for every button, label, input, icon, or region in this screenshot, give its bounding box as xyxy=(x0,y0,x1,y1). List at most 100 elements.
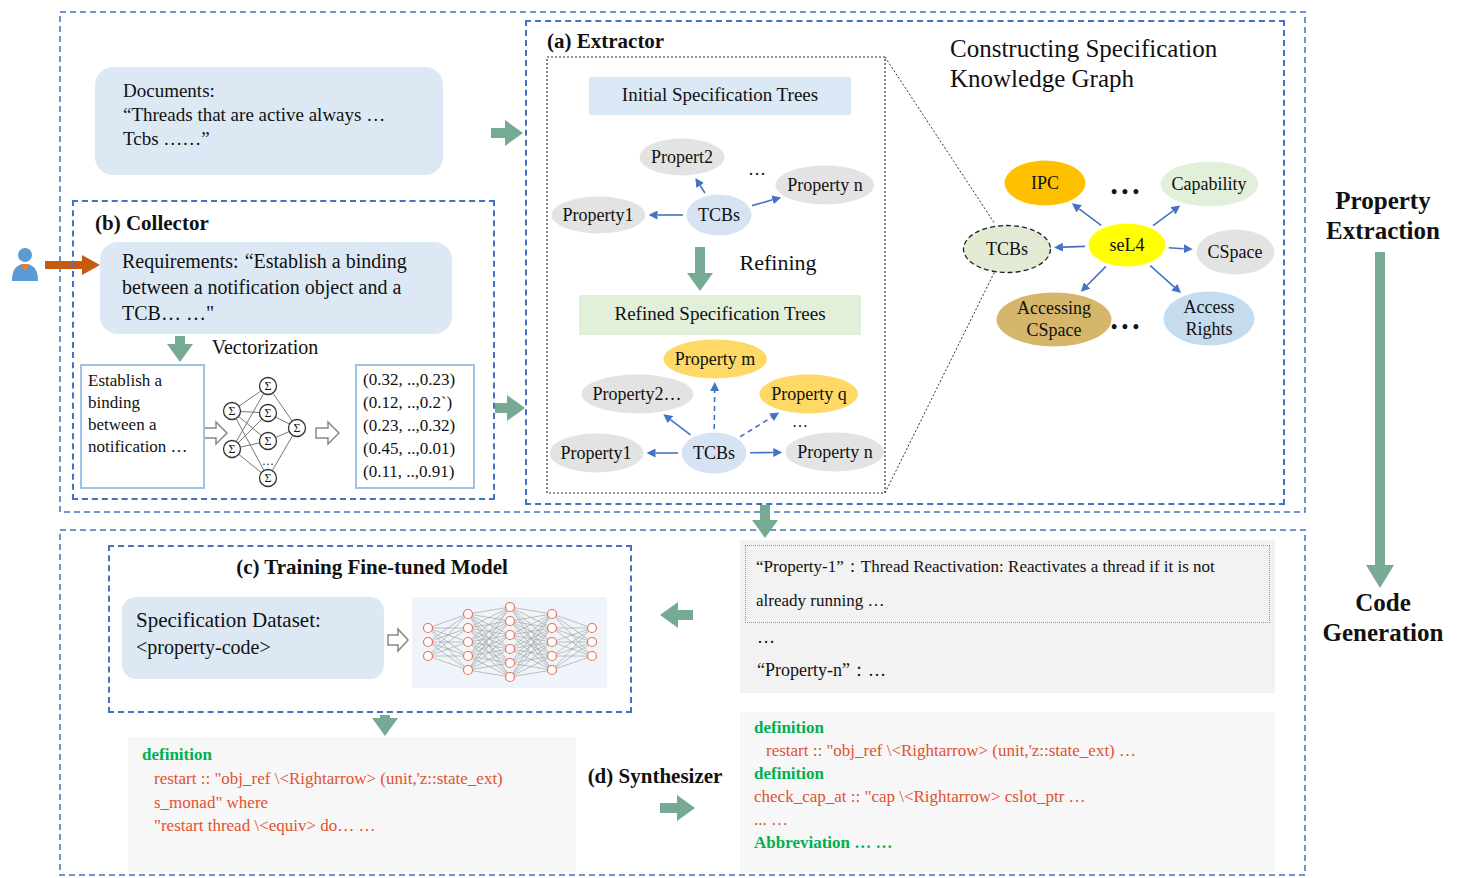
node-text: TCBs xyxy=(698,204,740,227)
document-box: Documents:“Threads that are active alway… xyxy=(95,67,443,175)
flow-arrow xyxy=(495,403,507,413)
ellipse-outline xyxy=(686,195,751,236)
relation-arrow xyxy=(1079,209,1101,226)
edge-label: Vectorization xyxy=(209,336,322,359)
property-ellipse: Property n xyxy=(784,431,886,473)
neuron-circle xyxy=(260,433,277,450)
node-text: <property-code> xyxy=(136,634,370,660)
relation-arrow xyxy=(700,185,705,192)
network-link xyxy=(468,663,510,670)
node-text: (0.45, ..,0.01) xyxy=(363,438,467,461)
neuron-circle xyxy=(588,624,597,633)
heading-text: (a) Extractor xyxy=(547,29,767,54)
relation-arrow xyxy=(1150,266,1174,287)
network-link xyxy=(510,642,552,677)
code-line: check_cap_at :: "cap \<Rightarrow> cslot… xyxy=(754,786,1261,809)
network-link xyxy=(468,649,510,670)
training-panel: Specification Dataset:<property-code>(c)… xyxy=(108,545,632,713)
flow-arrow xyxy=(660,803,677,813)
node-text: Propert2 xyxy=(651,146,713,169)
relation-arrow xyxy=(1087,266,1106,285)
center-ellipse: seL4 xyxy=(1087,222,1167,268)
relation-arrow xyxy=(656,452,678,454)
ellipse-outline xyxy=(549,434,643,473)
neuron-circle xyxy=(506,631,515,640)
network-link xyxy=(510,614,552,663)
network-link xyxy=(468,628,510,677)
code-keyword: definition xyxy=(754,717,1261,740)
neuron-circle xyxy=(464,624,473,633)
code-keyword: definition xyxy=(142,743,562,767)
neuron-circle xyxy=(548,652,557,661)
neuron-circle xyxy=(588,652,597,661)
code-line: "restart thread \<equiv> do… … xyxy=(142,814,562,838)
neuron-circle xyxy=(548,610,557,619)
code-line: ... … xyxy=(754,809,1261,832)
new-property-ellipse: Property q xyxy=(758,373,860,415)
neuron-symbol: Σ xyxy=(265,434,272,448)
network-image xyxy=(412,597,607,688)
requirement-box: Requirements:“Establish a binding betwee… xyxy=(100,242,452,334)
network-link xyxy=(552,628,592,642)
stage-title: Code Generation xyxy=(1313,588,1453,648)
flow-arrow xyxy=(695,247,705,273)
flow-arrow xyxy=(760,505,770,520)
neuron-symbol: Σ xyxy=(229,442,236,456)
network-link xyxy=(428,656,468,657)
ellipse-outline xyxy=(581,375,693,414)
network-link xyxy=(428,642,468,670)
node-text: Initial Specification Trees xyxy=(595,83,845,107)
neuron-circle xyxy=(548,666,557,675)
code-line: restart :: "obj_ref \<Rightarrow> (unit,… xyxy=(754,740,1261,763)
network-link xyxy=(428,628,468,656)
network-link xyxy=(428,642,468,656)
ellipsis: • • • xyxy=(1111,317,1139,339)
network-link xyxy=(510,607,552,642)
node-text: Capability xyxy=(1172,173,1247,196)
user-icon xyxy=(12,248,38,281)
node-text: Access Rights xyxy=(1175,296,1243,341)
neuron-circle xyxy=(506,603,515,612)
property-ellipse: Property2… xyxy=(580,373,695,415)
dataset-box: Specification Dataset:<property-code> xyxy=(122,597,384,679)
flow-arrow xyxy=(678,610,693,620)
vector-box: (0.32, ..,0.23)(0.12, ..,0.2`)(0.23, ..,… xyxy=(355,364,475,489)
hollow-arrow xyxy=(388,629,408,651)
network-link xyxy=(428,628,468,656)
graph-ellipse: Access Rights xyxy=(1162,290,1256,347)
edge-label: (d) Synthesizer xyxy=(585,764,726,789)
network-link xyxy=(428,656,468,670)
ellipse-outline xyxy=(681,433,746,474)
relation-arrow xyxy=(740,417,771,436)
property-item: “Property-1”：Thread Reactivation: Reacti… xyxy=(745,545,1270,623)
generation-region xyxy=(60,530,1305,875)
neuron-symbol: Σ xyxy=(265,406,272,420)
node-text: CSpace xyxy=(1208,241,1263,264)
network-link xyxy=(510,614,552,649)
ellipse-outline xyxy=(997,292,1112,346)
property-ellipse: Property1 xyxy=(548,432,645,474)
node-text: Property n xyxy=(797,441,873,464)
ellipse-outline xyxy=(551,197,645,234)
node-text: Property2… xyxy=(593,383,682,406)
network-link xyxy=(428,614,468,628)
property-list: “Property-1”：Thread Reactivation: Reacti… xyxy=(740,540,1275,693)
neuron-circle xyxy=(424,638,433,647)
neuron-circle xyxy=(548,624,557,633)
network-link xyxy=(510,614,552,621)
network-link xyxy=(468,607,510,642)
neuron-circle xyxy=(464,666,473,675)
node-text: Establish a binding between a notificati… xyxy=(88,370,197,458)
neuron-circle xyxy=(260,470,277,487)
node-text: “Property-n”：… xyxy=(757,660,1177,682)
tree-frame xyxy=(547,57,885,493)
network-link xyxy=(428,628,468,670)
node-text: Property1 xyxy=(561,442,632,465)
network-link xyxy=(510,607,552,656)
node-text: “Threads that are active always … Tcbs …… xyxy=(123,103,415,151)
ellipse-outline xyxy=(663,340,767,379)
input-text-box: Establish a binding between a notificati… xyxy=(80,364,205,489)
graph-ellipse: Accessing CSpace xyxy=(995,291,1113,348)
ellipse-outline xyxy=(786,433,885,472)
node-text: (0.12, ..,0.2`) xyxy=(363,392,467,415)
